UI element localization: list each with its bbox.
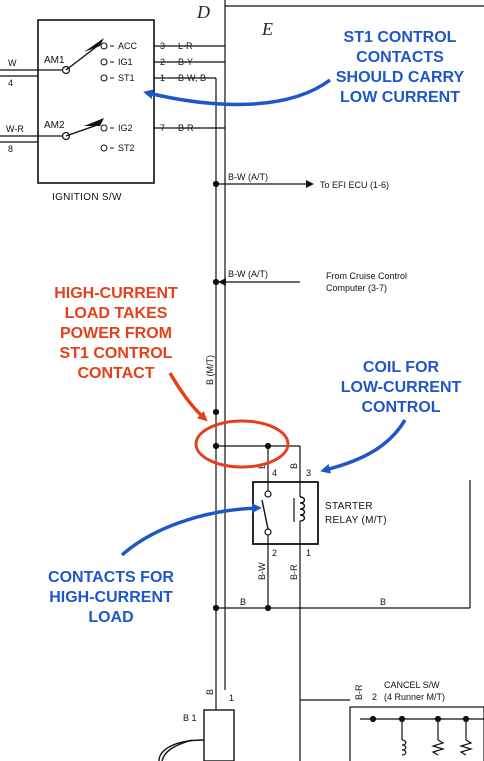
starter-relay: 4 3 2 1 — [252, 468, 319, 558]
ignition-switch-box — [37, 19, 155, 184]
high-current-arrow — [168, 372, 208, 422]
vertical-b-mt-label: B (M/T) — [205, 355, 215, 385]
am2-blade — [84, 118, 104, 126]
am2-label: AM2 — [44, 120, 65, 131]
relay-pin-4: 4 — [272, 468, 277, 478]
letter-e: E — [261, 19, 273, 39]
relay-coil — [299, 496, 306, 522]
cruise-wire-label: B-W (A/T) — [228, 269, 268, 279]
relay-pin-3: 3 — [306, 468, 311, 478]
pin-8-label: 8 — [8, 144, 13, 154]
relay-pin-1: 1 — [306, 548, 311, 558]
wire-w-label: W — [8, 58, 17, 68]
pin-4-label: 4 — [8, 78, 13, 88]
contacts-high-current-note: CONTACTS FOR HIGH-CURRENT LOAD — [48, 569, 174, 626]
wire-by: B-Y — [178, 57, 193, 67]
cancel-pin-2: 2 — [372, 692, 377, 702]
starter-relay-label-1: STARTER — [325, 501, 373, 512]
relay-pin-2: 2 — [272, 548, 277, 558]
coil-low-current-note: COIL FOR LOW-CURRENT CONTROL — [340, 359, 462, 416]
letter-d: D — [196, 2, 210, 22]
relay-b-right: B — [289, 463, 299, 469]
efi-wire-label: B-W (A/T) — [228, 172, 268, 182]
relay-feed-wires — [212, 408, 301, 482]
background-lines — [224, 0, 484, 690]
relay-output-wires — [212, 480, 471, 761]
cruise-source-line-1: From Cruise Control — [326, 271, 407, 281]
cancel-switch-label-2: (4 Runner M/T) — [384, 692, 445, 702]
ig2-terminal: IG2 — [118, 123, 133, 133]
pin-3: 3 — [160, 41, 165, 51]
relay-contact-blade — [261, 499, 269, 530]
acc-terminal: ACC — [118, 41, 138, 51]
cruise-branch — [212, 278, 300, 286]
wire-lr: L-R — [178, 41, 193, 51]
ignition-switch-label: IGNITION S/W — [52, 192, 122, 203]
am1-blade — [84, 38, 104, 52]
cancel-switch-label-1: CANCEL S/W — [384, 680, 440, 690]
starter-relay-label-2: RELAY (M/T) — [325, 515, 387, 526]
bottom-b-left: B — [240, 597, 246, 607]
st2-terminal: ST2 — [118, 143, 135, 153]
pin-1: 1 — [160, 73, 165, 83]
cancel-br-label: B-R — [354, 684, 364, 700]
wire-wr-label: W-R — [6, 124, 24, 134]
starter-relay-box — [252, 481, 319, 545]
high-current-load-note: HIGH-CURRENT LOAD TAKES POWER FROM ST1 C… — [54, 285, 178, 382]
cruise-source-line-2: Computer (3-7) — [326, 283, 387, 293]
st1-note-arrow — [143, 78, 332, 107]
connector-pin-1: 1 — [229, 693, 234, 703]
coil-note-arrow — [320, 419, 407, 474]
lower-b-label: B — [205, 689, 215, 695]
contacts-note-arrow — [120, 503, 262, 557]
pin-7: 7 — [160, 123, 165, 133]
am1-label: AM1 — [44, 55, 65, 66]
efi-destination: To EFI ECU (1-6) — [320, 180, 389, 190]
pin-2: 2 — [160, 57, 165, 67]
bottom-b-right: B — [380, 597, 386, 607]
high-current-highlight — [194, 419, 290, 469]
st1-low-current-note: ST1 CONTROL CONTACTS SHOULD CARRY LOW CU… — [335, 29, 465, 106]
lower-pin-1: B 1 — [183, 713, 197, 723]
st1-terminal: ST1 — [118, 73, 135, 83]
br-label: B-R — [289, 564, 299, 580]
wire-bwb: B-W, B — [178, 73, 206, 83]
efi-branch — [212, 180, 314, 188]
lower-connector — [158, 709, 235, 761]
cancel-switch — [300, 699, 484, 761]
ignition-switch: IGNITION S/W AM1 ACC IG1 ST1 AM2 IG2 ST2… — [0, 19, 155, 203]
ig1-terminal: IG1 — [118, 57, 133, 67]
bw-label: B-W — [257, 562, 267, 580]
wire-br-ig2: B-R — [178, 123, 194, 133]
